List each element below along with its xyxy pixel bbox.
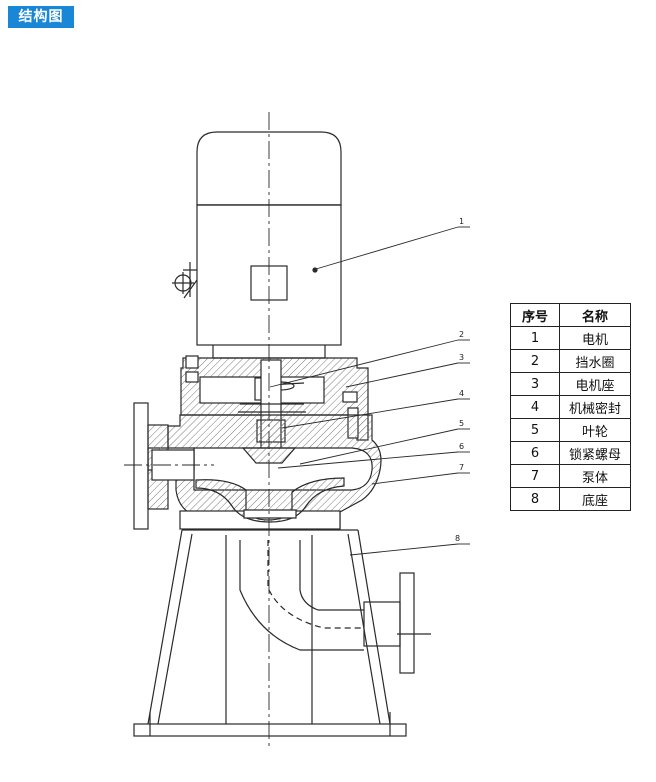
cell-seq: 2 bbox=[510, 349, 560, 373]
cell-name: 叶轮 bbox=[559, 418, 631, 442]
cell-name: 泵体 bbox=[559, 464, 631, 488]
cell-name: 底座 bbox=[559, 487, 631, 511]
cell-seq: 6 bbox=[510, 441, 560, 465]
cell-name: 锁紧螺母 bbox=[559, 441, 631, 465]
cell-seq: 8 bbox=[510, 487, 560, 511]
header-name: 名称 bbox=[559, 303, 631, 327]
header-seq: 序号 bbox=[510, 303, 560, 327]
leader-lines bbox=[269, 226, 470, 556]
callout-5: 5 bbox=[459, 419, 464, 428]
base-outlet bbox=[133, 529, 431, 737]
callout-2: 2 bbox=[459, 330, 464, 339]
cell-name: 机械密封 bbox=[559, 395, 631, 419]
callout-8: 8 bbox=[455, 534, 460, 543]
section-title-badge: 结构图 bbox=[8, 6, 74, 28]
cell-name: 电机 bbox=[559, 326, 631, 350]
callout-4: 4 bbox=[459, 389, 464, 398]
cell-seq: 7 bbox=[510, 464, 560, 488]
motor bbox=[172, 131, 342, 359]
callout-7: 7 bbox=[459, 463, 464, 472]
cell-name: 挡水圈 bbox=[559, 349, 631, 373]
cell-seq: 1 bbox=[510, 326, 560, 350]
cell-seq: 3 bbox=[510, 372, 560, 396]
table-header-row: 序号 名称 bbox=[510, 303, 631, 327]
cell-name: 电机座 bbox=[559, 372, 631, 396]
callout-1: 1 bbox=[459, 217, 464, 226]
cell-seq: 4 bbox=[510, 395, 560, 419]
cell-seq: 5 bbox=[510, 418, 560, 442]
callout-6: 6 bbox=[459, 442, 464, 451]
callout-3: 3 bbox=[459, 353, 464, 362]
center-lines bbox=[124, 112, 270, 750]
